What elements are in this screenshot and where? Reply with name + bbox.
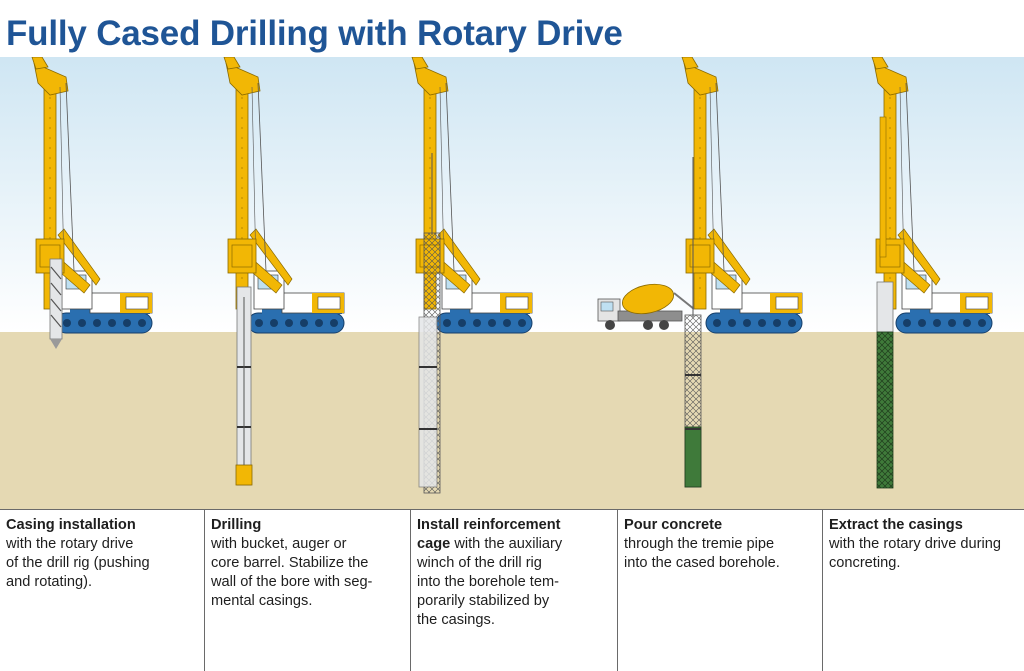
caption-drilling: Drilling with bucket, auger or core barr… (204, 510, 410, 671)
caption-pour-concrete: Pour concrete through the tremie pipe in… (617, 510, 822, 671)
caption-body-line: of the drill rig (pushing (6, 555, 150, 571)
caption-body-line: into the cased borehole. (624, 555, 780, 571)
caption-casing-installation: Casing installation with the rotary driv… (0, 510, 204, 671)
caption-body-line: porarily stabilized by (417, 593, 550, 609)
caption-body-inline: with the auxiliary (450, 536, 563, 552)
caption-heading: Pour concrete (624, 517, 723, 533)
caption-body-line: with bucket, auger or (211, 536, 347, 552)
caption-install-reinforcement-cage: Install reinforcement cage with the auxi… (410, 510, 617, 671)
caption-body-line: into the borehole tem- (417, 574, 559, 590)
caption-heading: Casing installation (6, 517, 136, 533)
concrete-column-step-5 (876, 116, 894, 489)
bore-step-2 (235, 286, 253, 486)
caption-body-line: mental casings. (211, 593, 313, 609)
caption-body-line: concreting. (829, 555, 901, 571)
process-illustration (0, 57, 1024, 509)
caption-heading: Extract the casings (829, 517, 963, 533)
caption-extract-the-casings: Extract the casings with the rotary driv… (822, 510, 1024, 671)
caption-body-line: through the tremie pipe (624, 536, 775, 552)
captions-row: Casing installation with the rotary driv… (0, 509, 1024, 671)
caption-body-line: with the rotary drive (6, 536, 134, 552)
caption-heading: Drilling (211, 517, 262, 533)
caption-body-line: wall of the bore with seg- (211, 574, 373, 590)
caption-body-line: and rotating). (6, 574, 92, 590)
caption-heading: cage (417, 536, 451, 552)
concrete-mixer-truck-icon (597, 283, 695, 330)
process-illustration-svg (0, 57, 1024, 509)
caption-heading: Install reinforcement (417, 517, 561, 533)
page-title: Fully Cased Drilling with Rotary Drive (6, 14, 623, 53)
caption-body-line: core barrel. Stabilize the (211, 555, 369, 571)
casing-step-1 (49, 258, 63, 349)
cage-step-3 (418, 153, 441, 494)
caption-body-line: the casings. (417, 612, 495, 628)
concrete-column-step-4 (684, 157, 702, 488)
caption-body-line: winch of the drill rig (417, 555, 542, 571)
caption-body-line: with the rotary drive during (829, 536, 1001, 552)
